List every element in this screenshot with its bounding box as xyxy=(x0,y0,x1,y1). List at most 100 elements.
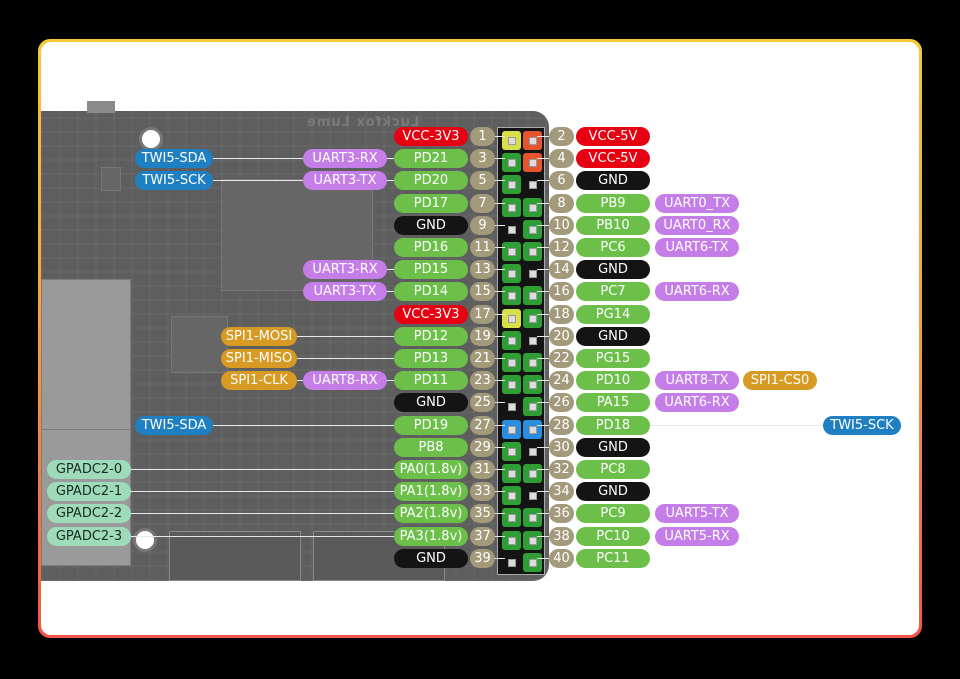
pin-number: 36 xyxy=(549,504,574,524)
header-pin xyxy=(523,397,542,417)
pin-tick xyxy=(537,491,551,493)
pin-name: PG14 xyxy=(576,304,650,324)
pin-function-badge: UART3-TX xyxy=(303,171,387,191)
pin-name: PD15 xyxy=(394,260,468,280)
pin-tick xyxy=(537,158,551,160)
pin-function-badge: SPI1-CLK xyxy=(221,371,297,391)
pin-name: PD18 xyxy=(576,415,650,435)
pin-name: PB10 xyxy=(576,215,650,235)
pin-name: PA0(1.8v) xyxy=(394,460,468,479)
header-pin xyxy=(523,197,542,217)
header-pin xyxy=(502,486,521,506)
pin-tick xyxy=(495,380,505,382)
pin-function-badge: SPI1-MISO xyxy=(221,349,297,368)
header-pin xyxy=(502,397,521,417)
pin-number: 15 xyxy=(470,282,495,302)
pin-tick xyxy=(537,291,551,293)
pin-tick xyxy=(537,358,551,359)
pin-function-badge: GPADC2-0 xyxy=(47,460,131,479)
header-pin xyxy=(523,486,542,506)
header-pin xyxy=(523,419,542,439)
pin-number: 26 xyxy=(549,393,574,413)
header-pin xyxy=(502,552,521,572)
leader-line xyxy=(387,269,394,271)
pin-function-badge: GPADC2-3 xyxy=(47,526,131,546)
pin-number: 19 xyxy=(470,326,495,346)
pin-number: 32 xyxy=(549,460,574,479)
pin-name: PG15 xyxy=(576,349,650,368)
header-pin xyxy=(523,219,542,239)
header-pin xyxy=(502,508,521,528)
pin-tick xyxy=(537,313,551,315)
pin-number: 1 xyxy=(470,127,495,146)
pin-number: 14 xyxy=(549,260,574,280)
pin-tick xyxy=(537,469,551,470)
pin-tick xyxy=(537,402,551,404)
disp-fpc-connector xyxy=(169,531,301,581)
pin-function-badge: TWI5-SDA xyxy=(135,149,213,169)
header-pin xyxy=(502,308,521,328)
pin-number: 11 xyxy=(470,238,495,257)
pin-number: 16 xyxy=(549,282,574,302)
header-pin xyxy=(502,530,521,550)
pin-function-badge: UART8-RX xyxy=(303,371,387,391)
pin-tick xyxy=(495,513,505,515)
usb-header xyxy=(101,167,121,191)
header-pin xyxy=(523,330,542,350)
pin-number: 29 xyxy=(470,437,495,457)
pin-tick xyxy=(537,335,551,337)
header-pin xyxy=(502,219,521,239)
pin-number: 6 xyxy=(549,171,574,191)
header-pin xyxy=(502,375,521,395)
pin-function-badge: UART8-TX xyxy=(655,371,739,391)
pin-name: PA2(1.8v) xyxy=(394,504,468,524)
header-pin xyxy=(502,286,521,306)
leader-line xyxy=(297,358,394,359)
pin-name: GND xyxy=(576,260,650,280)
header-pin xyxy=(523,153,542,173)
header-pin xyxy=(502,153,521,173)
pin-number: 38 xyxy=(549,526,574,546)
pin-tick xyxy=(537,180,551,182)
fel-button xyxy=(87,101,115,113)
pin-number: 28 xyxy=(549,415,574,435)
leader-line xyxy=(297,335,394,337)
pin-tick xyxy=(495,269,505,271)
pin-name: GND xyxy=(394,393,468,413)
pin-number: 31 xyxy=(470,460,495,479)
pin-tick xyxy=(495,180,505,182)
pin-name: VCC-5V xyxy=(576,127,650,146)
pin-number: 23 xyxy=(470,371,495,391)
pin-name: GND xyxy=(394,215,468,235)
pin-name: VCC-3V3 xyxy=(394,304,468,324)
pin-name: PC6 xyxy=(576,238,650,257)
header-pin xyxy=(523,464,542,483)
pin-function-badge: UART0_RX xyxy=(655,215,739,235)
pin-number: 18 xyxy=(549,304,574,324)
pin-number: 35 xyxy=(470,504,495,524)
pin-number: 37 xyxy=(470,526,495,546)
pin-tick xyxy=(495,358,505,359)
pin-tick xyxy=(495,224,505,226)
pin-function-badge: GPADC2-1 xyxy=(47,482,131,502)
soc-chip xyxy=(221,179,373,291)
pin-number: 17 xyxy=(470,304,495,324)
header-pin xyxy=(502,464,521,483)
pin-name: PB9 xyxy=(576,193,650,213)
pin-name: VCC-5V xyxy=(576,149,650,169)
pin-tick xyxy=(537,424,551,426)
pin-name: PD19 xyxy=(394,415,468,435)
pin-number: 20 xyxy=(549,326,574,346)
leader-line xyxy=(131,469,394,470)
pin-number: 10 xyxy=(549,215,574,235)
pin-tick xyxy=(495,402,505,404)
header-pin xyxy=(523,530,542,550)
pin-name: GND xyxy=(394,548,468,568)
header-pin xyxy=(502,197,521,217)
pin-function-badge: SPI1-CS0 xyxy=(743,371,817,391)
pin-name: VCC-3V3 xyxy=(394,127,468,146)
pin-tick xyxy=(495,136,505,137)
pin-number: 7 xyxy=(470,193,495,213)
pin-number: 2 xyxy=(549,127,574,146)
